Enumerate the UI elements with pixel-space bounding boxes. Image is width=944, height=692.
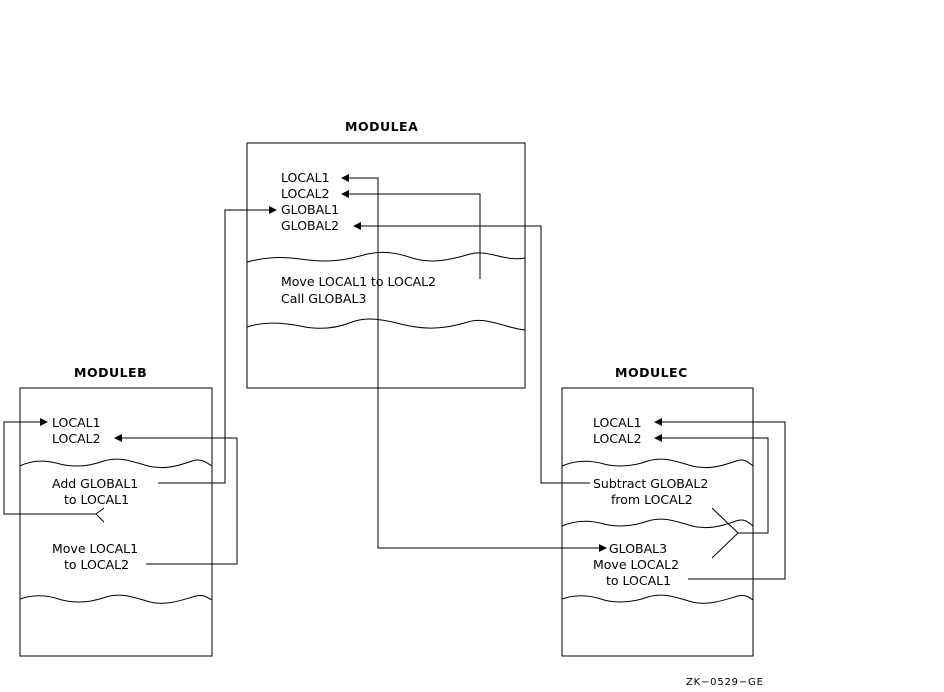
modulec: MODULEC LOCAL1 LOCAL2 Subtract GLOBAL2 f… bbox=[561, 365, 754, 657]
connector-subtract-global2 bbox=[353, 222, 590, 484]
moduleb-local2: LOCAL2 bbox=[52, 431, 101, 446]
arrowhead bbox=[341, 190, 349, 198]
connector-modulec-local2 bbox=[654, 434, 769, 559]
modulea-break-upper bbox=[246, 251, 526, 263]
modulec-subtract-line2: from LOCAL2 bbox=[611, 492, 693, 507]
arrowhead bbox=[654, 434, 662, 442]
modulec-break-lower bbox=[561, 594, 754, 604]
moduleb-box bbox=[19, 387, 213, 657]
arrowhead bbox=[353, 222, 361, 230]
connector-moduleb-local1 bbox=[3, 418, 105, 523]
connector-modulec-local1 bbox=[654, 418, 786, 580]
moduleb-move-line2: to LOCAL2 bbox=[64, 557, 129, 572]
modulea-break-lower bbox=[246, 318, 526, 331]
arrowhead bbox=[114, 434, 122, 442]
modulea-local2: LOCAL2 bbox=[281, 186, 330, 201]
modulea-call: Call GLOBAL3 bbox=[281, 291, 366, 306]
modulec-title: MODULEC bbox=[615, 365, 688, 380]
modulea: MODULEA LOCAL1 LOCAL2 GLOBAL1 GLOBAL2 Mo… bbox=[246, 119, 526, 389]
modulea-global2: GLOBAL2 bbox=[281, 218, 339, 233]
modulec-move-line2: to LOCAL1 bbox=[606, 573, 671, 588]
figure-reference: ZK−0529−GE bbox=[686, 677, 764, 688]
modulea-box bbox=[246, 142, 526, 389]
moduleb-break-lower bbox=[19, 594, 213, 604]
modulec-move-line1: Move LOCAL2 bbox=[593, 557, 679, 572]
connector-modulea-local1 bbox=[341, 174, 379, 318]
modulec-local2: LOCAL2 bbox=[593, 431, 642, 446]
modulea-local1: LOCAL1 bbox=[281, 170, 330, 185]
arrowhead bbox=[654, 418, 662, 426]
arrowhead bbox=[269, 206, 277, 214]
connector-add-global1 bbox=[158, 206, 277, 484]
moduleb-add-line1: Add GLOBAL1 bbox=[52, 476, 138, 491]
modulec-global3: GLOBAL3 bbox=[609, 541, 667, 556]
connector-call-global3 bbox=[377, 318, 607, 552]
moduleb: MODULEB LOCAL1 LOCAL2 Add GLOBAL1 to LOC… bbox=[19, 365, 213, 657]
modulea-move: Move LOCAL1 to LOCAL2 bbox=[281, 274, 436, 289]
arrowhead bbox=[40, 418, 48, 426]
arrowhead bbox=[341, 174, 349, 182]
modulec-subtract-line1: Subtract GLOBAL2 bbox=[593, 476, 708, 491]
moduleb-add-line2: to LOCAL1 bbox=[64, 492, 129, 507]
modulec-box bbox=[561, 387, 754, 657]
connector-moduleb-local2 bbox=[114, 434, 238, 565]
modulec-break-upper bbox=[561, 458, 754, 469]
moduleb-local1: LOCAL1 bbox=[52, 415, 101, 430]
modulea-title: MODULEA bbox=[345, 119, 418, 134]
modulec-local1: LOCAL1 bbox=[593, 415, 642, 430]
arrowhead bbox=[599, 544, 607, 552]
modulec-break-middle bbox=[561, 518, 754, 529]
modulea-global1: GLOBAL1 bbox=[281, 202, 339, 217]
moduleb-break-upper bbox=[19, 458, 213, 469]
connector-modulea-move bbox=[341, 190, 481, 279]
moduleb-move-line1: Move LOCAL1 bbox=[52, 541, 138, 556]
moduleb-title: MODULEB bbox=[74, 365, 147, 380]
